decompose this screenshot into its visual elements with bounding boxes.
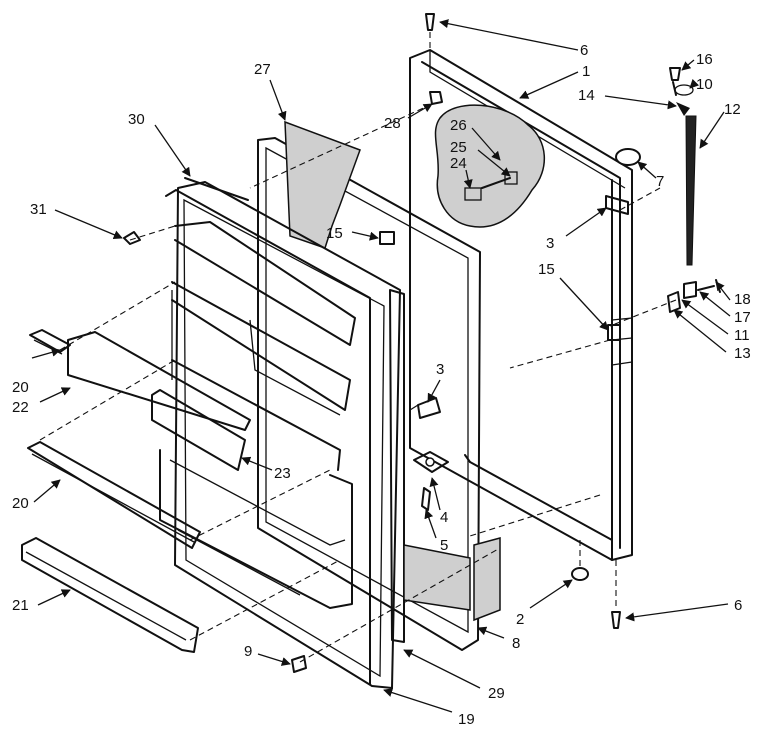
bottom-hinge-hardware [667,279,721,313]
callout-30: 30 [128,111,145,128]
foot-2 [571,567,589,581]
callout-29: 29 [488,685,505,702]
pin-30 [184,177,249,201]
clip-28 [429,91,443,105]
shelf-bar-middle [151,389,246,471]
callout-labels: 6 1 27 16 10 14 12 30 28 26 25 24 7 31 1… [12,42,751,728]
callout-27: 27 [254,61,271,78]
callout-1: 1 [582,63,590,80]
hinge-plate-4 [413,451,449,473]
callout-10: 10 [696,76,713,93]
inner-door-liner [159,181,401,689]
callout-14: 14 [578,87,595,104]
trim-strip-upper [29,329,71,355]
screw-6-upper [425,13,435,31]
callout-7: 7 [656,173,664,190]
insulation-strip-upper [284,120,361,249]
callout-31: 31 [30,201,47,218]
insulation-strip-lower [403,537,501,622]
callout-12: 12 [724,101,741,118]
screw-31 [123,231,141,245]
callout-4: 4 [440,509,448,526]
hinge-bracket-3 [409,397,441,419]
clip-15-upper [379,231,395,245]
callout-16: 16 [696,51,713,68]
callout-3-upper: 3 [546,235,554,252]
trim-strip-lower [21,537,199,653]
callout-13: 13 [734,345,751,362]
trim-strip-middle [27,441,201,549]
torsion-bar [685,115,697,266]
callout-20-lower: 20 [12,495,29,512]
callout-24: 24 [450,155,467,172]
callout-9: 9 [244,643,252,660]
callout-6-lower: 6 [734,597,742,614]
callout-19: 19 [458,711,475,728]
callout-28: 28 [384,115,401,132]
shelf-bar-upper [67,331,251,431]
alignment-lines [39,32,677,663]
callout-5: 5 [440,537,448,554]
callout-2: 2 [516,611,524,628]
callout-26: 26 [450,117,467,134]
callout-21: 21 [12,597,29,614]
callout-6-top: 6 [580,42,588,59]
callout-23: 23 [274,465,291,482]
callout-25: 25 [450,139,467,156]
callout-18: 18 [734,291,751,308]
callout-20-upper: 20 [12,379,29,396]
callout-3-lower: 3 [436,361,444,378]
top-hinge-hardware [605,67,694,341]
outer-door-panel [409,49,633,561]
callout-15-upper: 15 [326,225,343,242]
callout-15-lower: 15 [538,261,555,278]
callout-17: 17 [734,309,751,326]
callout-22: 22 [12,399,29,416]
callout-8: 8 [512,635,520,652]
leader-lines [31,19,731,713]
screw-5 [421,487,431,511]
access-cutout [434,104,545,228]
callout-11: 11 [734,327,750,344]
screw-6-lower [611,611,621,629]
screw-9 [291,655,307,673]
